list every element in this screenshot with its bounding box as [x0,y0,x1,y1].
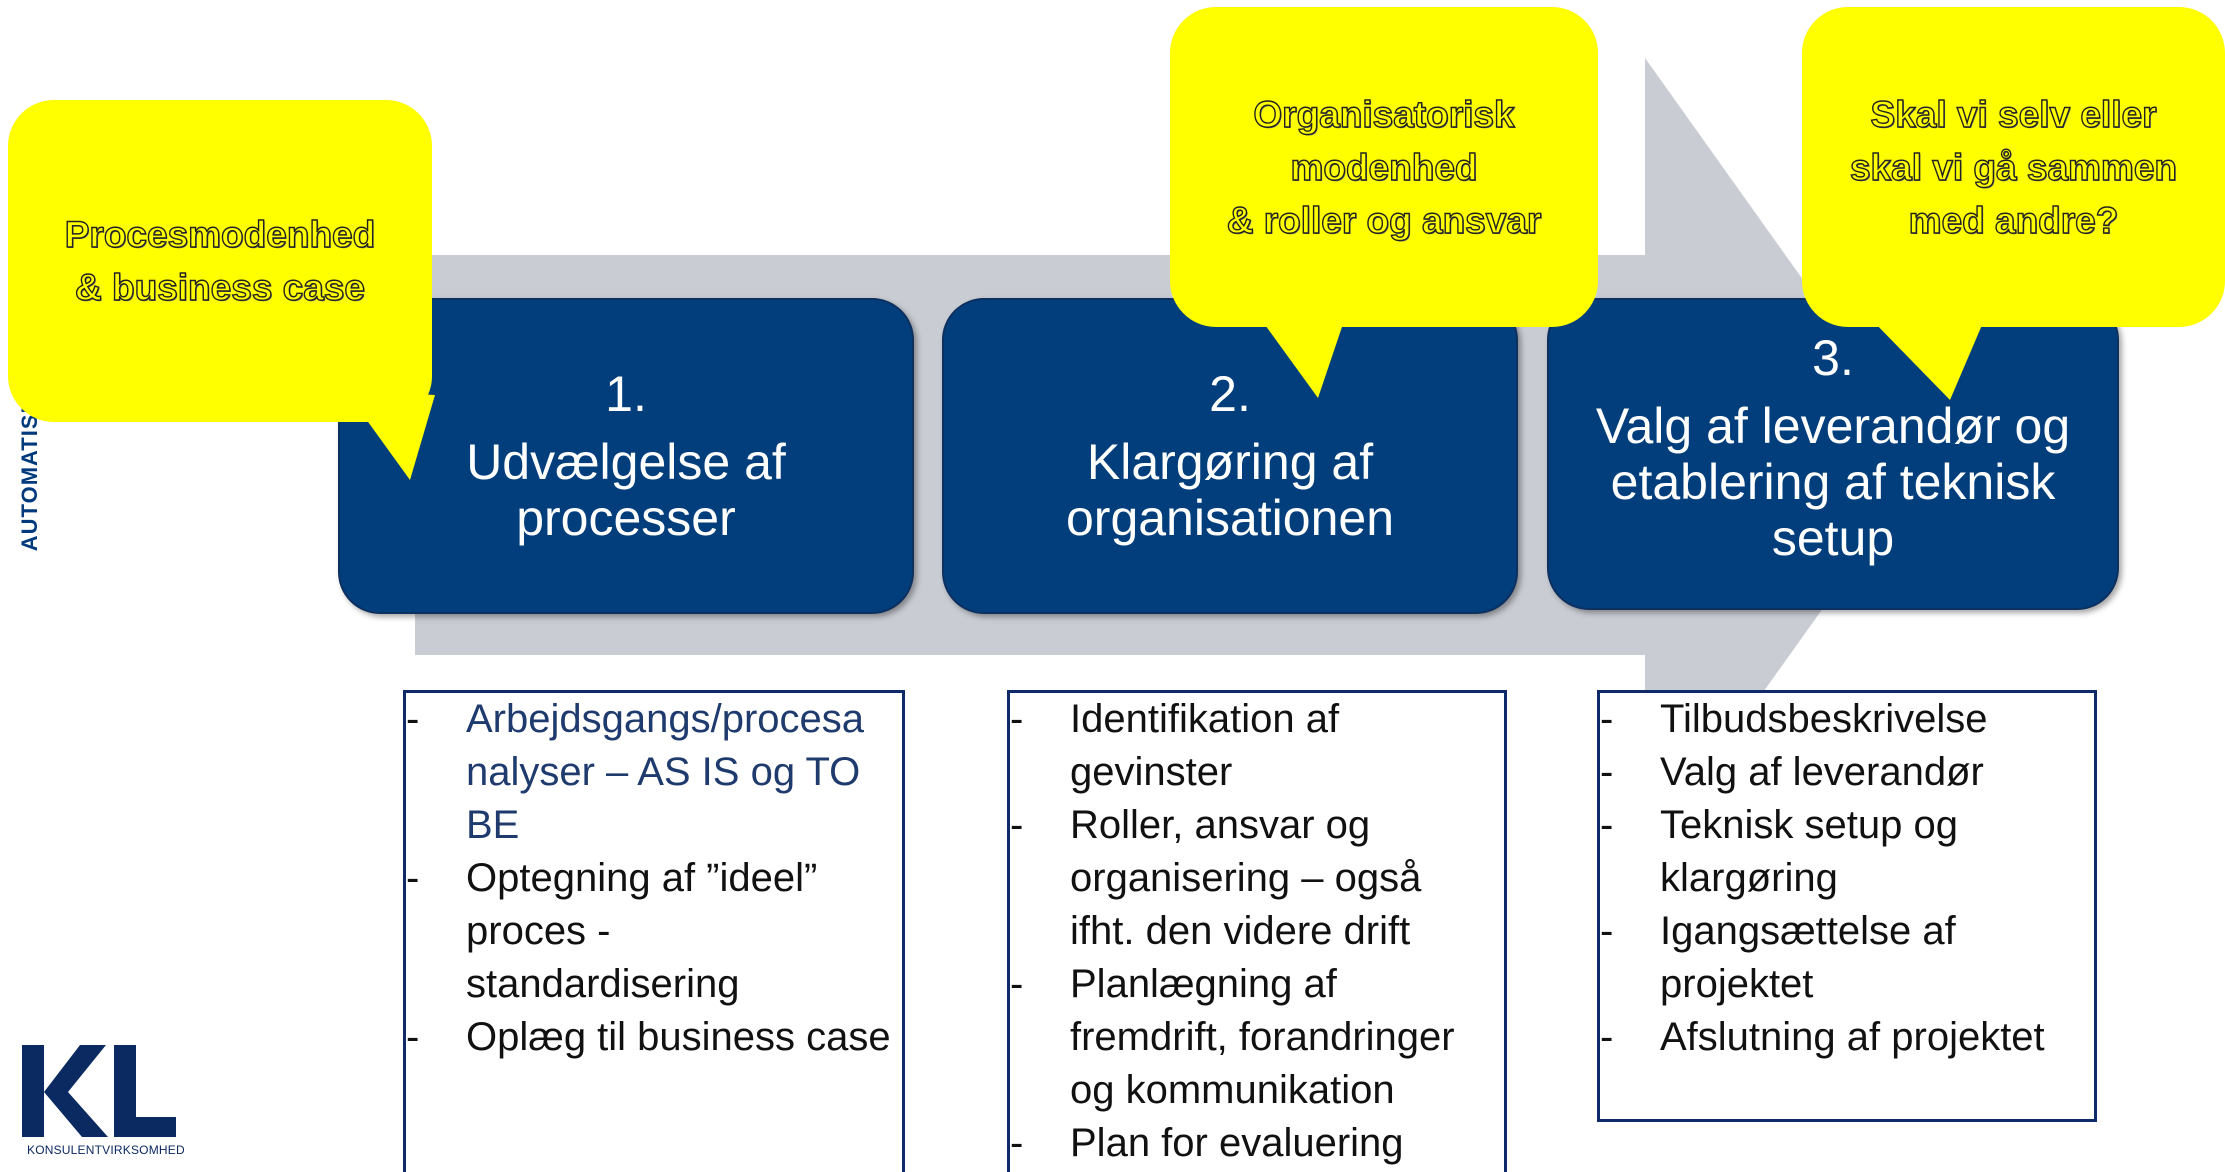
step-1-box: 1. Udvælgelse af processer [338,298,914,614]
step-2-details: -Identifikation af gevinster -Roller, an… [1007,690,1507,1172]
step-title: Udvælgelse af processer [466,434,786,546]
step-title: Valg af leverandør og etablering af tekn… [1595,398,2071,566]
list-item: -Roller, ansvar og organisering – også i… [1010,803,1422,953]
list-item: -Optegning af ”ideel” proces - standardi… [406,856,818,1006]
list-item: -Identifikation af gevinster [1010,697,1340,794]
list-item: -Oplæg til business case [406,1015,891,1059]
step-title: Klargøring af organisationen [1065,434,1395,546]
step-number: 2. [1209,366,1251,422]
step-number: 1. [605,366,647,422]
list-item: -Tilbudsbeskrivelse [1600,697,1988,741]
step-2-box: 2. Klargøring af organisationen [942,298,1518,614]
callout-organisational-maturity: Organisatorisk modenhed & roller og ansv… [1170,7,1598,327]
list-item: -Plan for evaluering [1010,1121,1404,1165]
step-1-details: -Arbejdsgangs/procesa nalyser – AS IS og… [403,690,905,1172]
list-item: -Igangsættelse af projektet [1600,909,1956,1006]
callout-process-maturity: Procesmodenhed & business case [8,100,432,422]
callout-3-tail [1870,318,1985,400]
kl-logo [22,1045,176,1137]
step-3-details: -Tilbudsbeskrivelse -Valg af leverandør … [1597,690,2097,1122]
step-3-box: 3. Valg af leverandør og etablering af t… [1547,298,2119,610]
list-item: -Valg af leverandør [1600,750,1984,794]
logo-subtitle: KONSULENTVIRKSOMHED [27,1143,185,1157]
list-item: -Afslutning af projektet [1600,1015,2045,1059]
callout-2-tail [1260,318,1345,398]
list-item: -Arbejdsgangs/procesa nalyser – AS IS og… [406,697,865,847]
list-item: -Teknisk setup og klargøring [1600,803,1958,900]
callout-collaboration: Skal vi selv eller skal vi gå sammen med… [1802,7,2225,327]
step-number: 3. [1812,330,1854,386]
list-item: -Planlægning af fremdrift, forandringer … [1010,962,1455,1112]
